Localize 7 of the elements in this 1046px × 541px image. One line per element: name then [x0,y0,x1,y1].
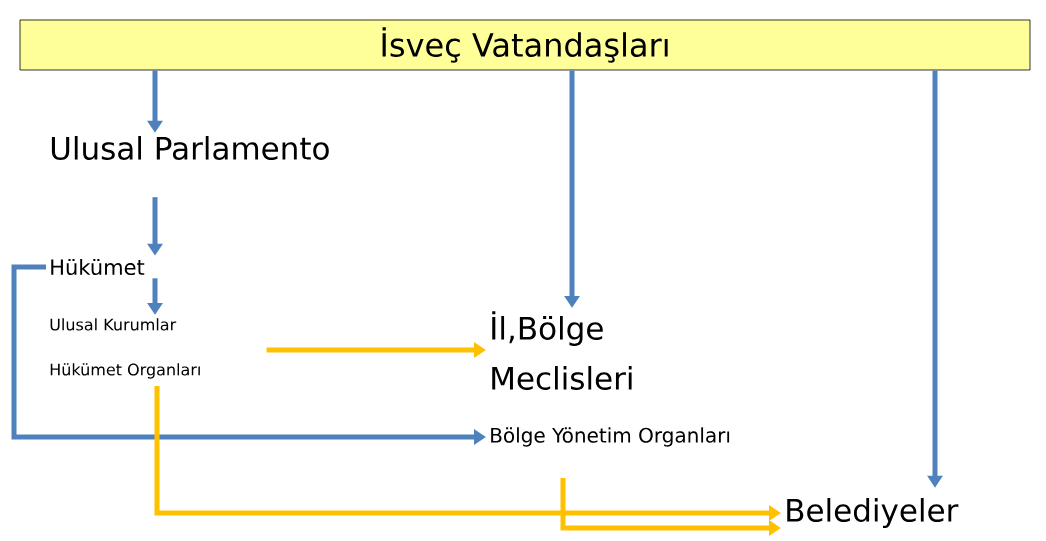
node-text: Ulusal Parlamento [51,136,329,160]
node-text: Bölge Yönetim Organları [491,427,730,447]
node-text: İl,Bölge Meclisleri [492,311,632,390]
node-text: Ulusal Kurumlar Hükümet Organları [50,318,200,379]
header-box: İsveç Vatandaşları [19,19,1031,71]
node-text: Hükümet [51,258,145,276]
node-text: Belediyeler [787,498,959,528]
